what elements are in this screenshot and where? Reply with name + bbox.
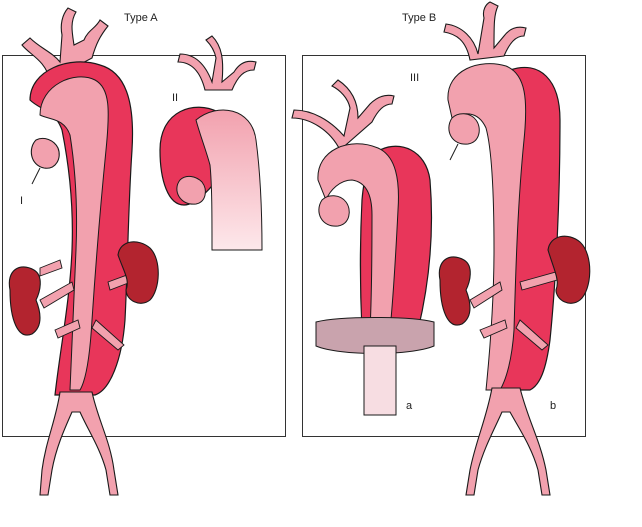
right-kidney xyxy=(117,241,159,304)
arch-branch-vessels xyxy=(21,7,109,81)
descending-aorta-2 xyxy=(195,109,263,251)
sub-a-label: a xyxy=(406,400,413,412)
iliac-arteries-3b xyxy=(465,387,551,496)
right-kidney-3b xyxy=(547,235,591,304)
aortic-root-3b xyxy=(448,113,480,145)
aorta-type-a-2 xyxy=(159,35,263,251)
aorta-type-b-3b xyxy=(438,1,591,496)
arch-branches-3b xyxy=(443,1,527,61)
diaphragm xyxy=(315,317,435,354)
type-a-label: Type A xyxy=(124,12,158,24)
true-lumen-3a xyxy=(317,143,399,331)
aorta-type-b-3a xyxy=(291,79,435,416)
true-lumen xyxy=(39,76,109,391)
arch-branches-2 xyxy=(177,35,257,91)
left-kidney xyxy=(8,266,41,336)
aortic-root xyxy=(30,137,60,169)
type-b-label: Type B xyxy=(402,12,437,24)
arch-branches-3a xyxy=(291,79,395,151)
aorta-type-a-1 xyxy=(8,7,159,496)
roman-1-label: I xyxy=(20,195,24,207)
aortic-root-2 xyxy=(176,175,206,205)
roman-2-label: II xyxy=(172,92,179,104)
abdominal-aorta-3a xyxy=(363,345,397,416)
true-lumen-3b xyxy=(447,63,527,391)
sub-b-label: b xyxy=(550,400,557,412)
iliac-arteries xyxy=(39,391,119,496)
aortic-root-3a xyxy=(318,195,350,227)
type-a-frame xyxy=(2,55,286,437)
left-kidney-3b xyxy=(438,256,471,326)
type-b-frame xyxy=(302,55,586,437)
roman-3-label: III xyxy=(410,72,420,84)
